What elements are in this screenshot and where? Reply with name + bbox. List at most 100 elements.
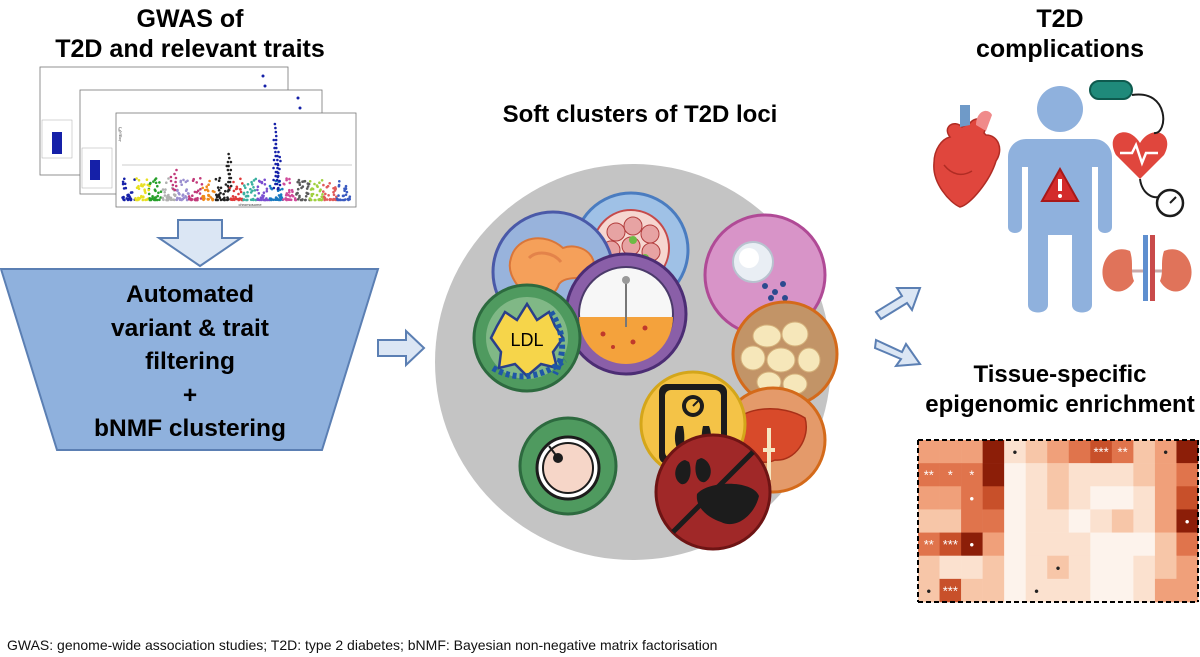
manhattan-point — [308, 180, 312, 183]
manhattan-point — [332, 190, 335, 194]
heatmap-cell — [1176, 532, 1199, 557]
manhattan-point — [256, 185, 260, 188]
manhattan-point — [238, 198, 241, 201]
manhattan-point — [137, 184, 140, 188]
manhattan-point — [216, 186, 220, 189]
manhattan-point — [268, 184, 272, 188]
heatmap-cell — [1133, 440, 1156, 464]
heatmap-cell — [1133, 532, 1156, 557]
heatmap-cell — [1047, 509, 1070, 533]
heatmap-cell — [1090, 555, 1113, 580]
manhattan-point — [230, 198, 233, 201]
manhattan-peak-point — [276, 163, 280, 167]
heatmap-cell — [1154, 532, 1177, 557]
manhattan-peak-point — [276, 175, 280, 179]
manhattan-peak-point — [276, 154, 279, 158]
manhattan-point — [156, 184, 159, 188]
manhattan-point — [141, 184, 144, 188]
manhattan-point — [288, 177, 291, 181]
manhattan-point — [228, 186, 232, 190]
manhattan-point — [180, 183, 183, 186]
heatmap-cell — [1068, 440, 1091, 464]
manhattan-point — [137, 196, 140, 200]
manhattan-point — [309, 198, 313, 202]
manhattan-peak-point — [272, 186, 276, 190]
ovum-icon — [518, 416, 618, 516]
manhattan-point — [299, 198, 303, 202]
complications-title-line2: complications — [975, 35, 1145, 63]
manhattan-point — [166, 198, 169, 202]
heatmap-cell — [982, 463, 1005, 487]
heatmap-cell — [1004, 555, 1026, 580]
heatmap-cell — [1004, 463, 1026, 487]
manhattan-point — [184, 180, 188, 184]
epigenomic-title-line2: epigenomic enrichment — [925, 391, 1195, 418]
manhattan-point — [344, 198, 347, 201]
manhattan-peak-point — [276, 158, 279, 162]
manhattan-peak-point — [229, 168, 233, 172]
manhattan-point — [287, 193, 290, 197]
manhattan-plot-icon: chromosome -log₁₀(P) — [39, 66, 357, 208]
manhattan-point — [211, 198, 214, 202]
manhattan-peak-point — [277, 150, 280, 154]
manhattan-point — [262, 198, 266, 202]
manhattan-peak-point — [275, 178, 279, 182]
manhattan-point — [344, 184, 348, 188]
manhattan-peak-point — [228, 180, 232, 184]
manhattan-point — [199, 177, 202, 180]
manhattan-point — [224, 189, 227, 193]
manhattan-point — [154, 177, 158, 180]
manhattan-point — [142, 195, 145, 198]
heatmap-annotation: • — [927, 583, 932, 598]
manhattan-point — [337, 183, 341, 187]
manhattan-point — [179, 180, 182, 184]
manhattan-point — [145, 198, 148, 202]
manhattan-point — [324, 192, 327, 196]
manhattan-point — [256, 188, 259, 192]
heatmap-cell — [918, 578, 940, 603]
manhattan-point — [121, 180, 125, 184]
manhattan-point — [304, 195, 308, 198]
heatmap-cell — [939, 463, 962, 487]
manhattan-peak-point — [276, 187, 280, 191]
heatmap-cell — [961, 486, 983, 510]
manhattan-point — [180, 198, 183, 202]
manhattan-point — [175, 198, 179, 202]
manhattan-point — [315, 193, 319, 197]
manhattan-peak-point — [227, 188, 231, 192]
manhattan-point — [163, 191, 166, 194]
manhattan-point — [218, 195, 221, 198]
manhattan-point — [301, 185, 305, 188]
heatmap-cell — [1047, 532, 1070, 557]
manhattan-point — [249, 198, 253, 202]
heatmap-annotation: • — [970, 537, 975, 552]
manhattan-point — [157, 191, 160, 195]
heatmap-cell — [1111, 486, 1134, 510]
heatmap-cell — [1090, 509, 1113, 533]
manhattan-point — [241, 182, 244, 185]
plot-ylabel: -log₁₀(P) — [117, 126, 122, 142]
manhattan-peak-point — [274, 130, 278, 134]
heatmap-cell — [1004, 509, 1026, 533]
manhattan-point — [344, 187, 348, 190]
manhattan-point — [222, 192, 225, 196]
manhattan-peak-point — [227, 152, 230, 156]
heatmap-cell — [1025, 440, 1048, 464]
manhattan-point — [336, 198, 340, 201]
manhattan-peak-point — [275, 146, 278, 150]
manhattan-point — [328, 198, 332, 202]
heatmap-cell — [1025, 463, 1048, 487]
manhattan-peak-point — [275, 182, 279, 186]
manhattan-point — [305, 191, 309, 195]
manhattan-point — [334, 187, 338, 191]
manhattan-point — [152, 180, 155, 183]
manhattan-point — [297, 178, 301, 182]
manhattan-peak-point — [272, 138, 276, 142]
heatmap-annotation: • — [1163, 445, 1168, 460]
manhattan-point — [126, 198, 130, 202]
manhattan-point — [181, 194, 184, 197]
heatmap-cell — [1025, 555, 1048, 580]
heatmap-cell — [1068, 509, 1091, 533]
pipeline-funnel — [0, 268, 380, 451]
heatmap-cell — [1025, 532, 1048, 557]
